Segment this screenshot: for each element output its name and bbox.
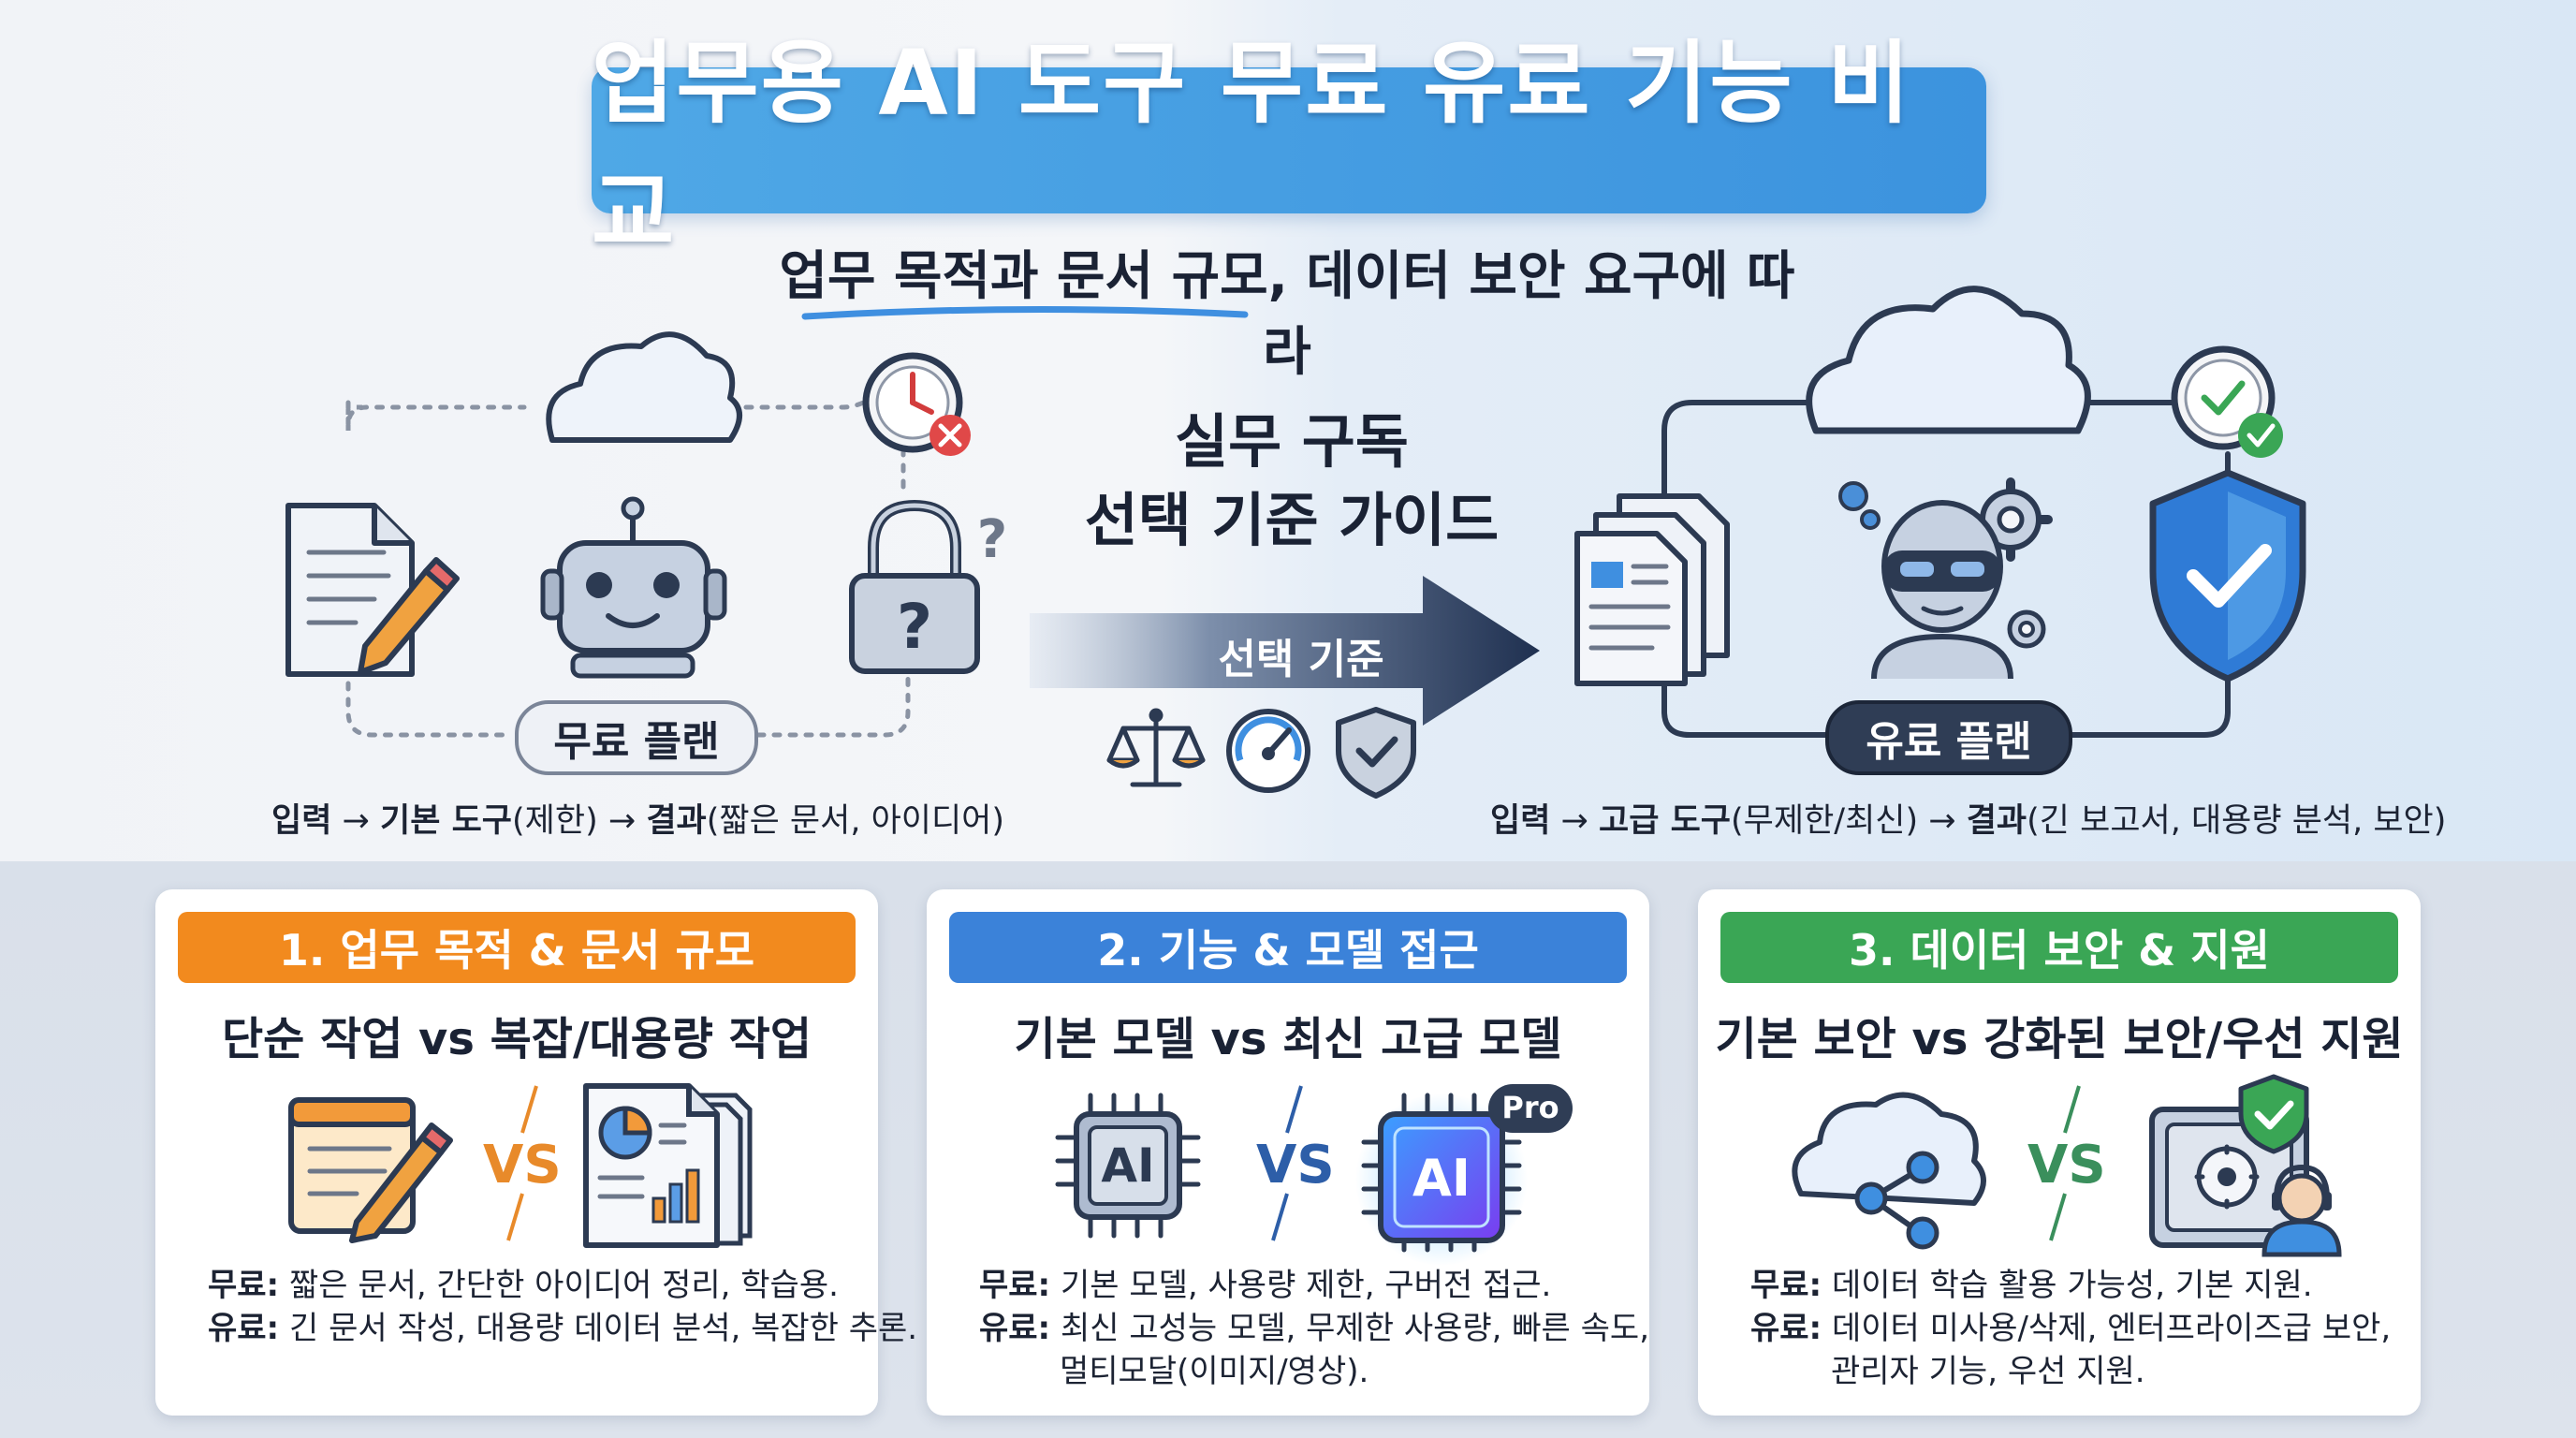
card-subheader: 기본 보안 vs 강화된 보안/우선 지원 [1715, 1013, 2404, 1065]
criteria-icons [1106, 707, 1416, 799]
center-title: 실무 구독 선택 기준 가이드 [1048, 403, 1535, 560]
paid-flow-result: 결과 [1966, 802, 2027, 840]
paid-flow-tool: 고급 도구 [1599, 802, 1732, 840]
free-flow-input: 입력 [271, 802, 332, 840]
arrow-label: 선택 기준 [1218, 636, 1384, 683]
paid-label: 유료: [979, 1310, 1051, 1347]
svg-text:?: ? [897, 591, 932, 663]
free-flow-result: 결과 [646, 802, 707, 840]
paid-flow-arrow-2: → [1928, 802, 1956, 840]
title-banner: 업무용 AI 도구 무료 유료 기능 비교 [592, 31, 1986, 266]
card-description: 무료: 짧은 문서, 간단한 아이디어 정리, 학습용. 유료: 긴 문서 작성… [208, 1264, 917, 1350]
safe-support-icon [2149, 1074, 2342, 1257]
notepad-pencil-icon [288, 1097, 453, 1243]
vs-label: VS [483, 1135, 562, 1196]
page-title: 업무용 AI 도구 무료 유료 기능 비교 [592, 31, 1912, 266]
paid-text-2: 관리자 기능, 우선 지원. [1831, 1353, 2145, 1390]
center-title-line1: 실무 구독 [1175, 407, 1409, 476]
free-text: 데이터 학습 활용 가능성, 기본 지원. [1831, 1267, 2313, 1304]
ai-chip-basic-icon: AI [1055, 1093, 1201, 1239]
vs-label: VS [2027, 1135, 2106, 1196]
vs-slash [506, 1085, 538, 1241]
card-purpose-scale: 1. 업무 목적 & 문서 규모 단순 작업 vs 복잡/대용량 작업 VS [155, 889, 917, 1416]
free-flow-tool: 기본 도구 [380, 802, 513, 840]
free-text: 짧은 문서, 간단한 아이디어 정리, 학습용. [288, 1267, 839, 1304]
svg-text:?: ? [977, 509, 1007, 570]
scale-icon [1106, 708, 1206, 787]
paid-text: 데이터 미사용/삭제, 엔터프라이즈급 보안, [1831, 1310, 2392, 1347]
robot-gears-icon [1838, 477, 2053, 680]
card-subheader: 단순 작업 vs 복잡/대용량 작업 [222, 1013, 812, 1065]
free-plan-flow: 입력 → 기본 도구(제한) → 결과(짧은 문서, 아이디어) [271, 794, 1004, 842]
paid-plan-pill: 유료 플랜 [1825, 700, 2072, 775]
free-flow-tool-note: (제한) [512, 802, 598, 840]
vs-label: VS [1256, 1135, 1335, 1196]
card-header: 2. 기능 & 모델 접근 [949, 912, 1627, 983]
ai-chip-pro-icon: AI Pro [1355, 1084, 1573, 1266]
headset-agent-icon [2261, 1164, 2342, 1257]
document-pencil-icon [285, 503, 460, 677]
shield-check-icon [2149, 469, 2306, 682]
clock-x-icon [862, 352, 971, 456]
free-plan-pill: 무료 플랜 [515, 700, 758, 775]
subtitle: 업무 목적과 문서 규모, 데이터 보안 요구에 따라 [779, 246, 1795, 383]
free-label: 무료: [1750, 1267, 1822, 1304]
free-flow-arrow-2: → [607, 802, 637, 840]
subtitle-underline [801, 305, 1249, 320]
paid-flow-result-note: (긴 보고서, 대용량 분석, 보안) [2027, 802, 2447, 840]
card-features-models: 2. 기능 & 모델 접근 기본 모델 vs 최신 고급 모델 AI VS [927, 889, 1649, 1416]
shield-check-icon [1336, 707, 1416, 799]
free-text: 기본 모델, 사용량 제한, 구버전 접근. [1060, 1267, 1552, 1304]
paid-text-2: 멀티모달(이미지/영상). [1060, 1353, 1369, 1390]
free-flow-result-note: (짧은 문서, 아이디어) [706, 802, 1005, 840]
gauge-icon [1226, 709, 1310, 793]
cloud-share-icon [1792, 1092, 1986, 1250]
free-plan-diagram: ? ? [285, 331, 1007, 738]
report-stack-icon [583, 1083, 753, 1248]
card-description: 무료: 데이터 학습 활용 가능성, 기본 지원. 유료: 데이터 미사용/삭제… [1750, 1264, 2406, 1393]
vs-slash [1271, 1085, 1303, 1241]
chip-basic-text: AI [1101, 1138, 1154, 1193]
paid-flow-tool-note: (무제한/최신) [1731, 802, 1919, 840]
center-title-line2: 선택 기준 가이드 [1084, 486, 1500, 554]
paid-plan-flow: 입력 → 고급 도구(무제한/최신) → 결과(긴 보고서, 대용량 분석, 보… [1490, 794, 2446, 842]
lock-question-icon: ? ? [849, 499, 1007, 674]
chip-pro-text: AI [1412, 1149, 1471, 1208]
pro-badge: Pro [1501, 1090, 1559, 1125]
robot-icon [540, 496, 727, 679]
vs-slash [2049, 1085, 2081, 1241]
card-security-support: 3. 데이터 보안 & 지원 기본 보안 vs 강화된 보안/우선 지원 VS [1698, 889, 2421, 1416]
paid-text: 최신 고성능 모델, 무제한 사용량, 빠른 속도, [1060, 1310, 1650, 1347]
free-label: 무료: [208, 1267, 280, 1304]
cloud-icon [546, 331, 742, 443]
selection-arrow-icon [1030, 576, 1540, 726]
paid-text: 긴 문서 작성, 대용량 데이터 분석, 복잡한 추론. [288, 1310, 918, 1347]
card-subheader: 기본 모델 vs 최신 고급 모델 [1014, 1013, 1562, 1065]
free-label: 무료: [979, 1267, 1051, 1304]
paid-flow-arrow-1: → [1560, 802, 1588, 840]
paid-flow-input: 입력 [1490, 802, 1551, 840]
free-flow-arrow-1: → [342, 802, 370, 840]
cloud-icon [1806, 286, 2091, 434]
clock-check-icon [2171, 345, 2283, 458]
card-header: 3. 데이터 보안 & 지원 [1720, 912, 2398, 983]
card-description: 무료: 기본 모델, 사용량 제한, 구버전 접근. 유료: 최신 고성능 모델… [979, 1264, 1649, 1393]
paid-plan-diagram [1574, 286, 2306, 738]
documents-stack-icon [1574, 493, 1730, 686]
card-header: 1. 업무 목적 & 문서 규모 [178, 912, 856, 983]
paid-label: 유료: [1750, 1310, 1822, 1347]
paid-label: 유료: [208, 1310, 280, 1347]
gear-icon [2007, 609, 2046, 649]
